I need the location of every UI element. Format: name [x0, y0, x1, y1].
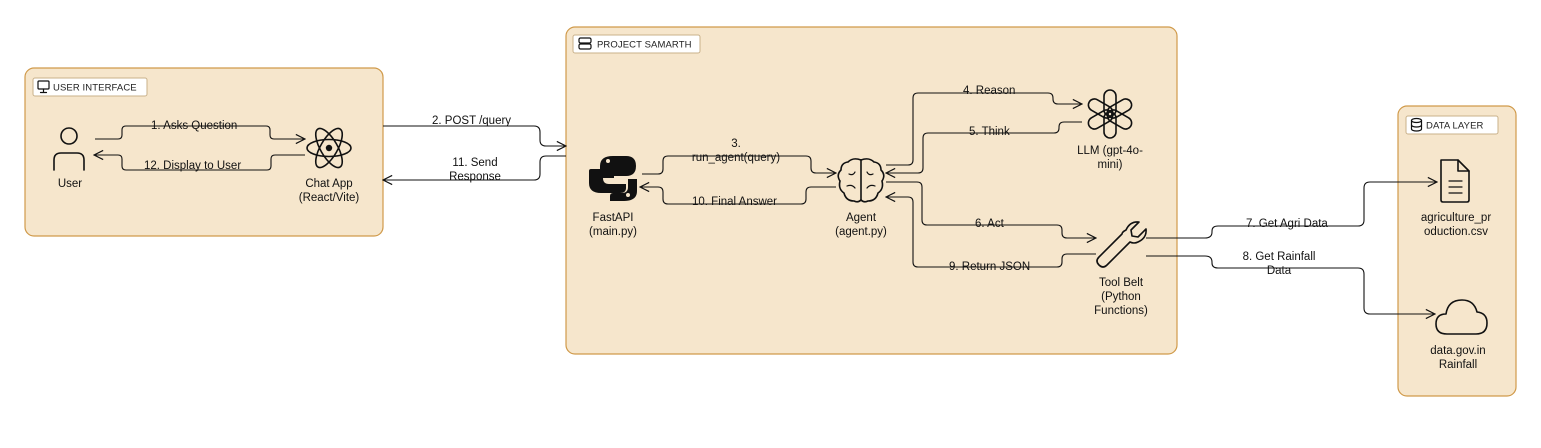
wrench-icon — [1096, 221, 1147, 268]
node-label-rainfall-line1: data.gov.in — [1430, 345, 1485, 357]
edge-label-12: 12. Display to User — [144, 160, 241, 172]
file-icon — [1440, 159, 1470, 203]
edge-label-3-line2: run_agent(query) — [692, 152, 780, 164]
node-agri-csv: agriculture_pr oduction.csv — [1421, 159, 1491, 238]
node-tool-belt: Tool Belt (Python Functions) — [1094, 221, 1148, 317]
edge-1-asks-question: 1. Asks Question — [95, 120, 305, 139]
edge-5-think: 5. Think — [886, 121, 1082, 173]
edge-label-2: 2. POST /query — [432, 115, 511, 127]
node-label-tool-belt-line1: Tool Belt — [1099, 277, 1144, 289]
node-label-agri-csv-line1: agriculture_pr — [1421, 212, 1491, 224]
user-icon — [53, 127, 85, 171]
node-user: User — [53, 127, 85, 190]
node-llm: LLM (gpt-4o- mini) — [1077, 89, 1143, 171]
node-fastapi: FastAPI (main.py) — [589, 156, 637, 238]
group-project-samarth: PROJECT SAMARTH — [565, 26, 1178, 355]
edge-2-post-query: 2. POST /query — [383, 115, 566, 146]
node-label-tool-belt-line2: (Python — [1101, 291, 1141, 303]
edge-12-display-to-user: 12. Display to User — [94, 155, 305, 172]
monitor-icon — [37, 80, 50, 94]
node-label-agri-csv-line2: oduction.csv — [1424, 226, 1488, 238]
edge-label-10: 10. Final Answer — [692, 196, 777, 208]
edge-label-11-line2: Response — [449, 171, 501, 183]
python-icon — [589, 156, 637, 201]
node-rainfall: data.gov.in Rainfall — [1430, 299, 1488, 371]
brain-icon — [837, 158, 885, 203]
edge-10-final-answer: 10. Final Answer — [640, 187, 836, 208]
node-label-agent-line2: (agent.py) — [835, 226, 887, 238]
node-label-llm-line2: mini) — [1098, 159, 1123, 171]
node-label-tool-belt-line3: Functions) — [1094, 305, 1148, 317]
edge-label-3-line1: 3. — [731, 138, 741, 150]
edge-9-return-json: 9. Return JSON — [886, 197, 1096, 273]
node-label-user: User — [58, 178, 82, 190]
node-label-rainfall-line2: Rainfall — [1439, 359, 1477, 371]
edge-label-8-line2: Data — [1267, 265, 1292, 277]
database-icon — [1410, 117, 1423, 132]
cloud-icon — [1435, 299, 1488, 335]
edge-label-9: 9. Return JSON — [949, 261, 1030, 273]
node-label-chat-app-line2: (React/Vite) — [299, 192, 360, 204]
node-label-llm-line1: LLM (gpt-4o- — [1077, 145, 1143, 157]
edge-label-6: 6. Act — [975, 218, 1005, 230]
node-chat-app: Chat App (React/Vite) — [299, 127, 360, 204]
edge-label-11-line1: 11. Send — [452, 157, 497, 169]
edge-6-act: 6. Act — [886, 181, 1096, 238]
group-title-data-layer: DATA LAYER — [1426, 121, 1484, 132]
node-label-fastapi-line2: (main.py) — [589, 226, 637, 238]
node-label-agent-line1: Agent — [846, 212, 877, 224]
group-user-interface: USER INTERFACE — [24, 67, 384, 237]
edge-label-1: 1. Asks Question — [151, 120, 237, 132]
group-title-user-interface: USER INTERFACE — [53, 83, 137, 94]
node-agent: Agent (agent.py) — [835, 158, 887, 238]
edge-3-run-agent: 3. run_agent(query) — [642, 138, 836, 174]
edge-label-4: 4. Reason — [963, 85, 1015, 97]
group-title-project-samarth: PROJECT SAMARTH — [597, 40, 692, 51]
openai-icon — [1087, 89, 1133, 139]
edge-label-8-line1: 8. Get Rainfall — [1243, 251, 1316, 263]
edge-11-send-response: 11. Send Response — [383, 155, 566, 183]
node-label-fastapi-line1: FastAPI — [593, 212, 634, 224]
edge-7-get-agri-data: 7. Get Agri Data — [1146, 182, 1437, 239]
react-icon — [306, 127, 352, 169]
edge-label-5: 5. Think — [969, 126, 1010, 138]
edge-4-reason: 4. Reason — [886, 85, 1082, 166]
server-icon — [578, 37, 592, 50]
edge-8-get-rainfall-data: 8. Get Rainfall Data — [1146, 251, 1435, 314]
node-label-chat-app-line1: Chat App — [305, 178, 352, 190]
edge-label-7: 7. Get Agri Data — [1246, 218, 1328, 230]
